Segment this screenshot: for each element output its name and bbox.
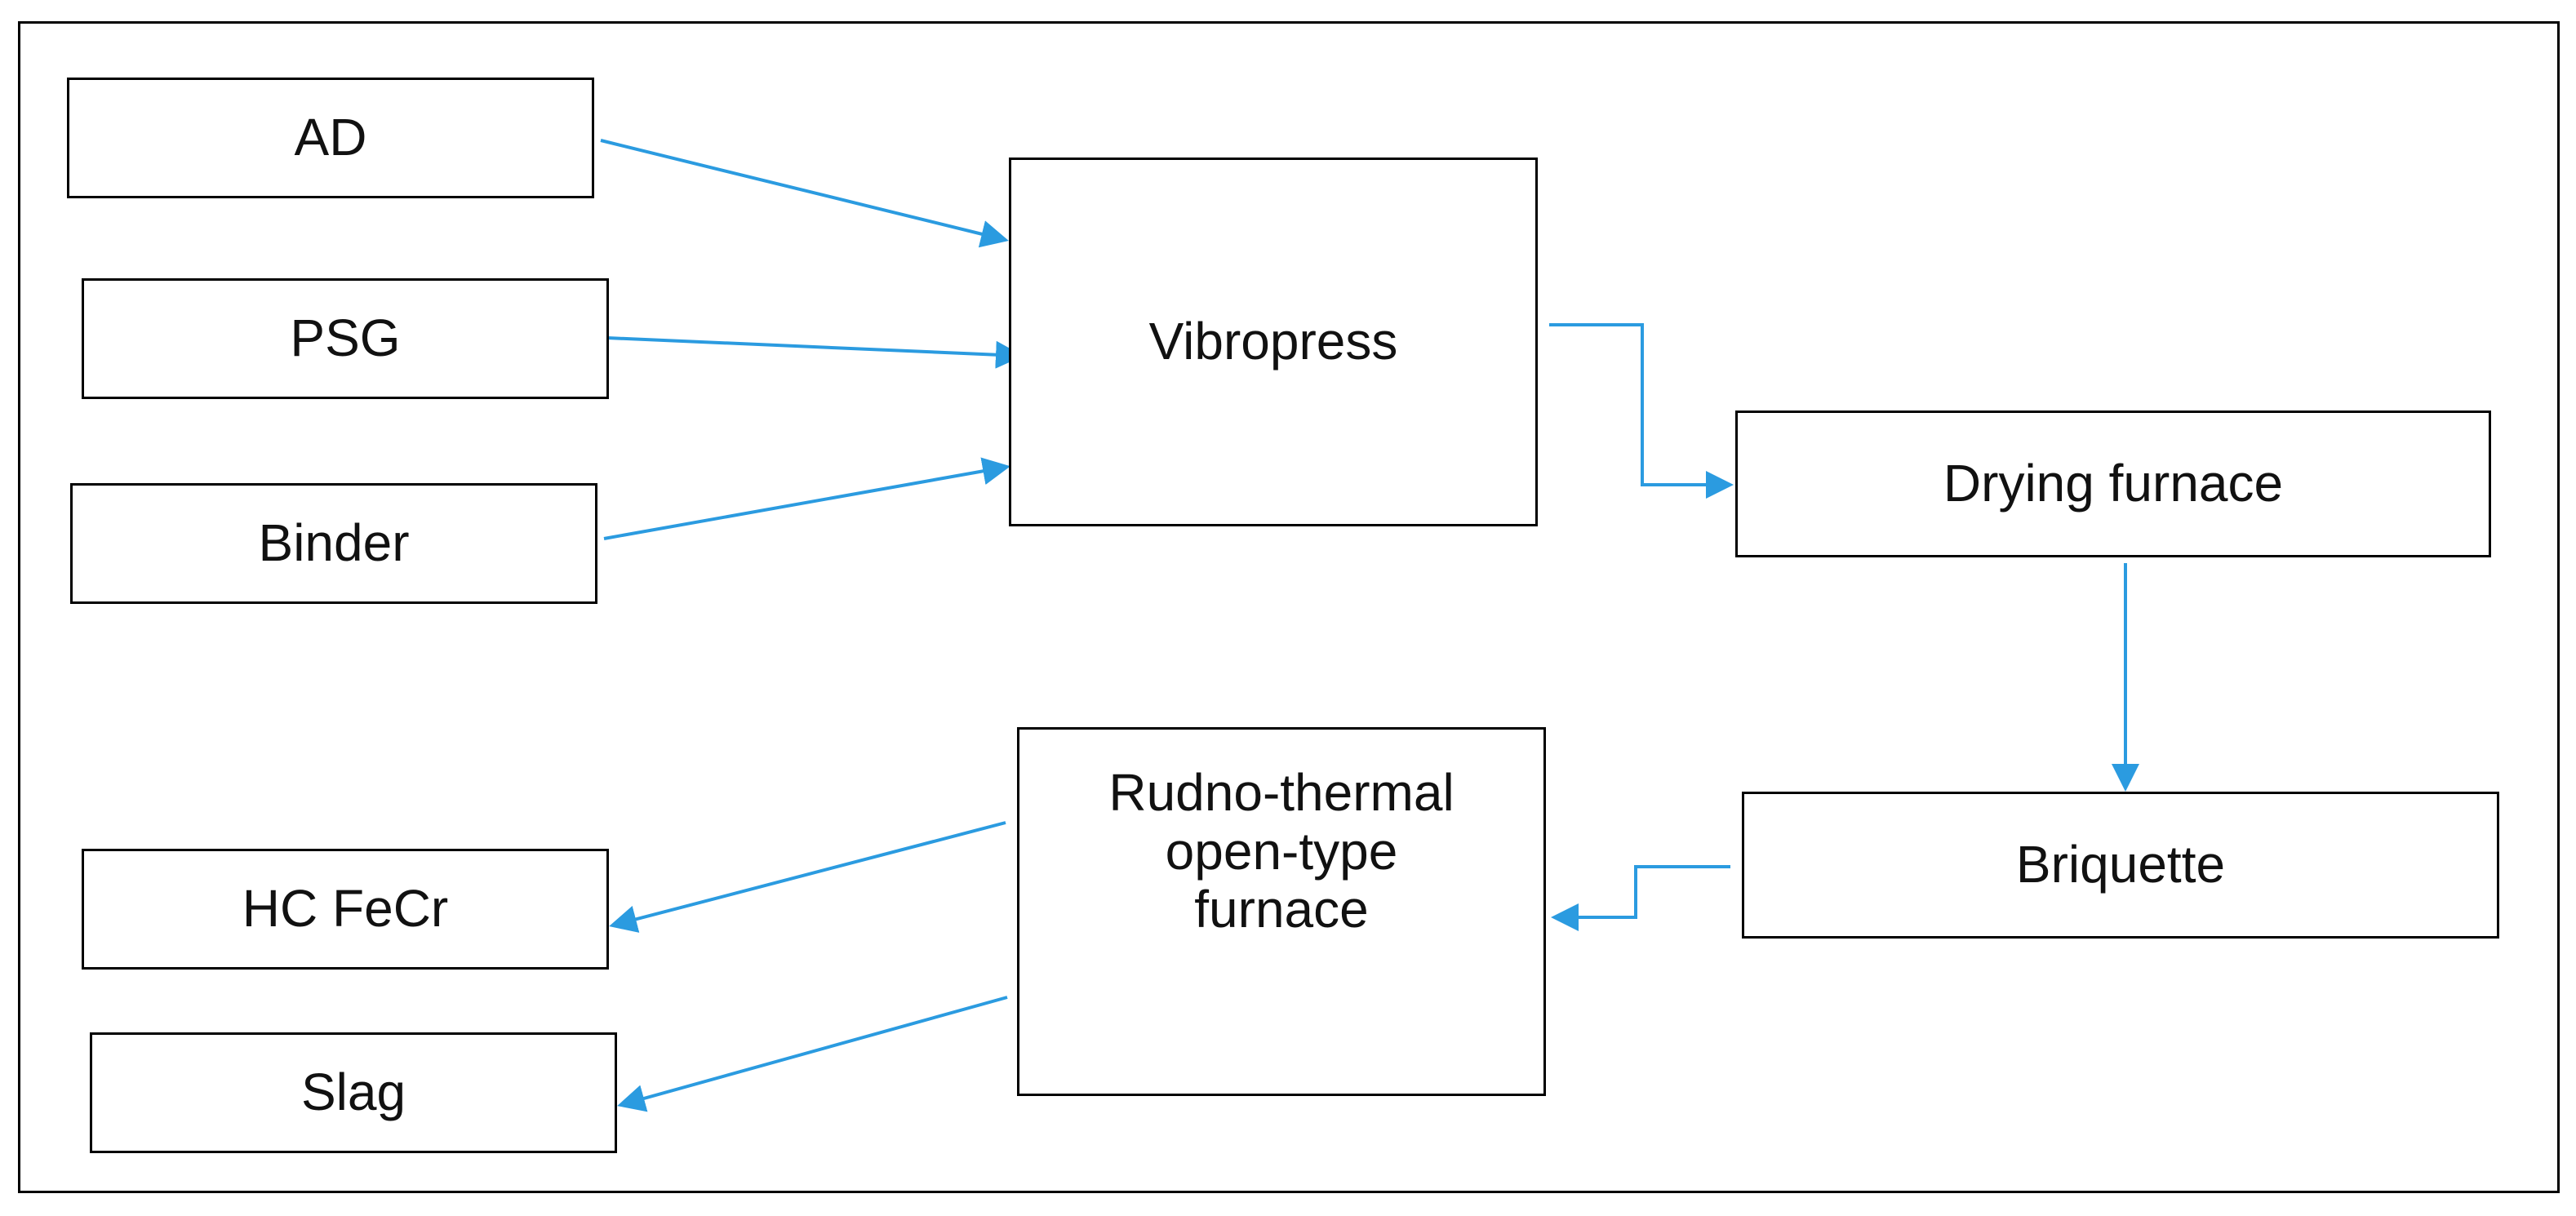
node-drying-furnace: Drying furnace xyxy=(1735,411,2491,557)
node-slag-label: Slag xyxy=(300,1063,406,1122)
arrow-furnace-to-slag xyxy=(617,996,1008,1112)
node-hc-fecr-label: HC FeCr xyxy=(242,879,449,939)
arrow-ad-to-vibropress xyxy=(600,139,1009,248)
arrow-vibropress-to-drying-furnace xyxy=(1549,323,1734,499)
node-briquette-label: Briquette xyxy=(2015,835,2226,894)
node-slag: Slag xyxy=(90,1032,617,1153)
node-binder-label: Binder xyxy=(258,513,410,573)
arrow-binder-to-vibropress xyxy=(603,457,1010,540)
arrow-briquette-to-furnace xyxy=(1551,865,1730,931)
node-ad: AD xyxy=(67,78,594,198)
node-furnace: Rudno-thermal open-type furnace xyxy=(1017,727,1546,1096)
node-psg-label: PSG xyxy=(290,308,401,368)
node-binder: Binder xyxy=(70,483,597,604)
arrow-psg-to-vibropress xyxy=(606,336,1024,369)
node-briquette: Briquette xyxy=(1742,792,2499,939)
node-vibropress: Vibropress xyxy=(1009,158,1538,526)
diagram-frame xyxy=(18,21,2560,1193)
node-vibropress-label: Vibropress xyxy=(1148,312,1398,371)
node-psg: PSG xyxy=(82,278,609,399)
node-drying-furnace-label: Drying furnace xyxy=(1943,454,2284,513)
arrow-furnace-to-hc-fecr xyxy=(609,821,1006,933)
node-furnace-label: Rudno-thermal open-type furnace xyxy=(1108,763,1455,939)
node-hc-fecr: HC FeCr xyxy=(82,849,609,970)
node-ad-label: AD xyxy=(294,108,367,167)
